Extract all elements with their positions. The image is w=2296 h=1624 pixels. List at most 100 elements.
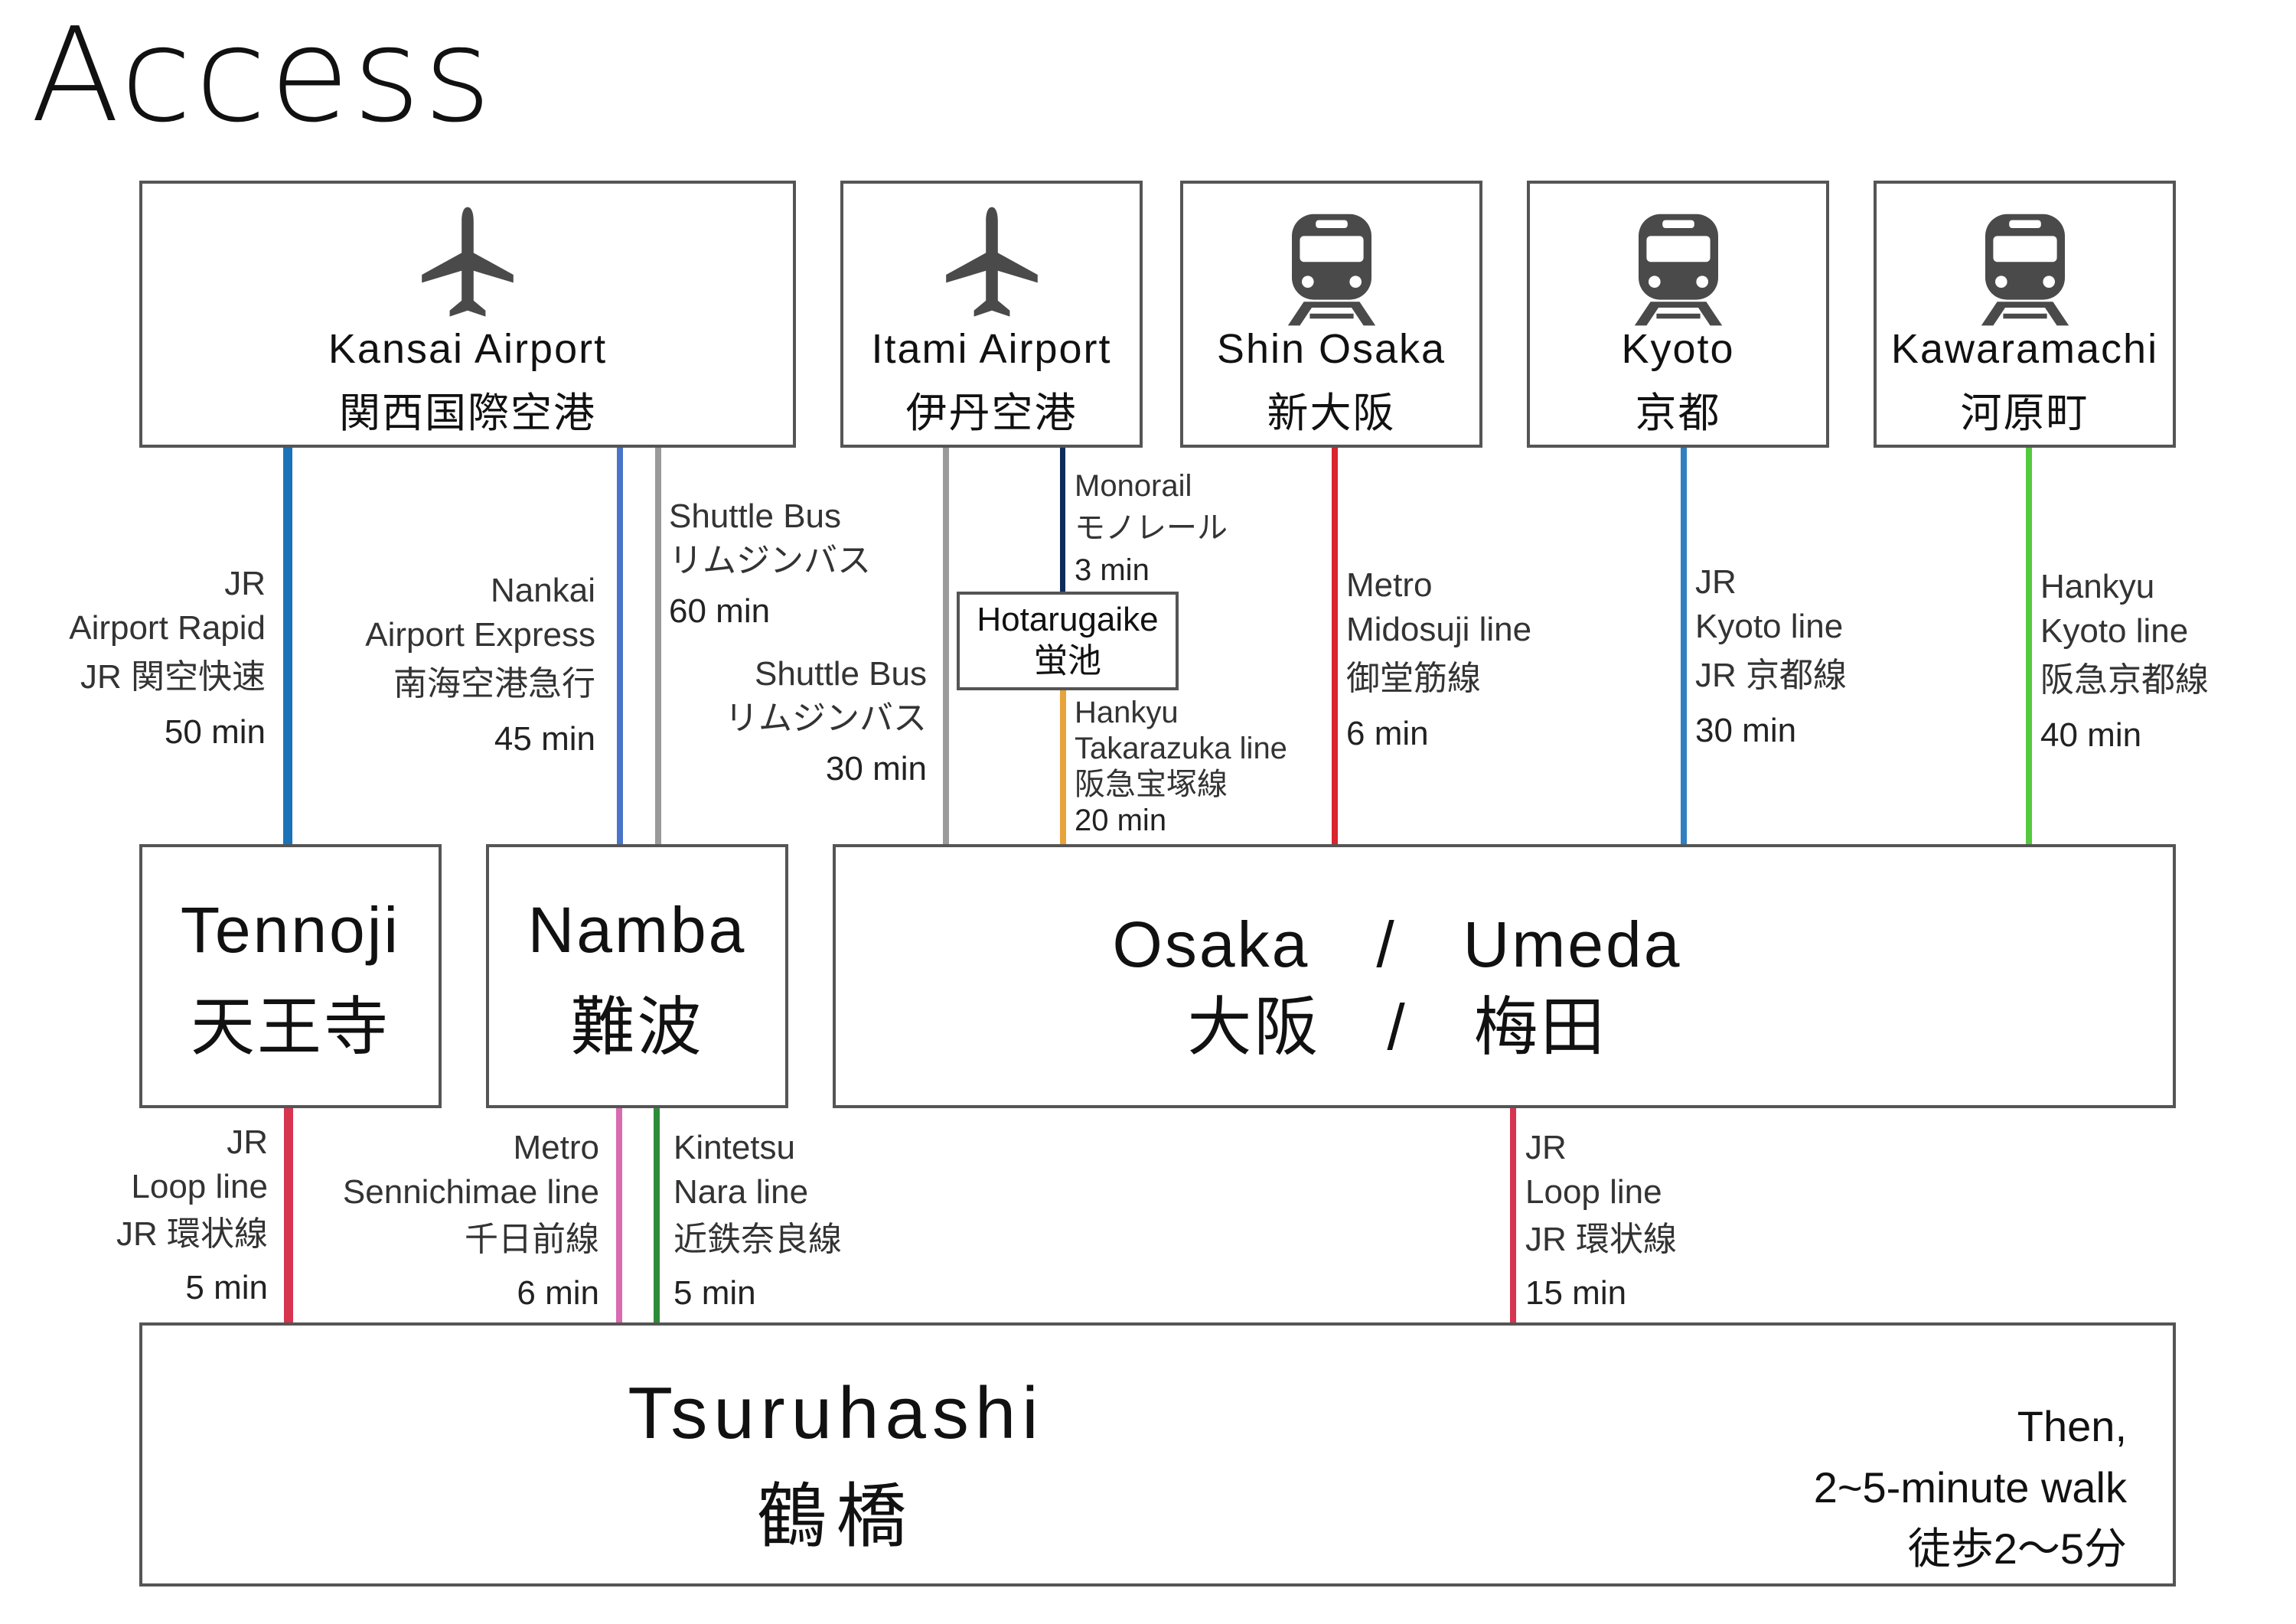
hub-ja: 難波	[570, 991, 704, 1063]
route-operator: Kintetsu	[673, 1129, 795, 1166]
route-time: 45 min	[494, 720, 595, 758]
route-label-osaka-jr: JR Loop line JR 環状線 15 min	[1525, 1126, 1677, 1316]
hotarugaike-box: Hotarugaike 蛍池	[957, 592, 1179, 690]
line-namba-metro	[616, 1108, 622, 1322]
route-line-ja: 御堂筋線	[1346, 660, 1481, 697]
hub-namba: Namba 難波	[486, 844, 788, 1108]
origin-ja: 京都	[1635, 390, 1721, 436]
route-line: Nara line	[673, 1173, 809, 1211]
route-line-ja: リムジンバス	[669, 542, 871, 579]
route-label-itami-monorail: Monorail モノレール 3 min	[1075, 465, 1228, 592]
origin-ja: 伊丹空港	[905, 390, 1078, 436]
route-operator: Shuttle Bus	[754, 655, 927, 693]
line-kyoto-jr	[1681, 448, 1687, 846]
origin-en: Kansai Airport	[328, 326, 608, 372]
route-time: 20 min	[1075, 804, 1167, 837]
route-time: 40 min	[2040, 716, 2142, 754]
line-itami-bus	[943, 448, 949, 846]
route-operator: JR	[1525, 1129, 1567, 1166]
route-line-ja: JR 関空快速	[80, 658, 266, 696]
hub-tennoji: Tennoji 天王寺	[139, 844, 442, 1108]
route-line: Kyoto line	[1695, 608, 1844, 645]
route-operator: Hankyu	[1075, 696, 1179, 729]
route-operator: JR	[227, 1123, 268, 1161]
route-label-namba-kintetsu: Kintetsu Nara line 近鉄奈良線 5 min	[673, 1126, 842, 1316]
route-line: Takarazuka line	[1075, 732, 1287, 765]
route-label-kansai-jr: JR Airport Rapid JR 関空快速 50 min	[69, 562, 266, 755]
line-namba-kintetsu	[654, 1108, 660, 1322]
route-time: 15 min	[1525, 1274, 1627, 1312]
route-label-hotaru-hankyu: Hankyu Takarazuka line 阪急宝塚線 20 min	[1075, 695, 1287, 839]
route-line-ja: 南海空港急行	[393, 665, 595, 703]
hotarugaike-ja: 蛍池	[1034, 642, 1101, 680]
route-line-ja: リムジンバス	[725, 699, 927, 737]
origin-ja: 関西国際空港	[339, 390, 596, 436]
walk-line-1: Then,	[2017, 1402, 2127, 1450]
route-time: 50 min	[164, 713, 266, 751]
route-time: 3 min	[1075, 553, 1150, 587]
destination-tsuruhashi: Tsuruhashi 鶴橋 Then, 2~5-minute walk 徒歩2〜…	[139, 1322, 2176, 1586]
route-line: Loop line	[131, 1168, 268, 1205]
route-line-ja: JR 京都線	[1695, 657, 1847, 694]
route-label-kansai-nankai: Nankai Airport Express 南海空港急行 45 min	[365, 569, 595, 761]
origin-shin-osaka: Shin Osaka 新大阪	[1180, 181, 1482, 448]
route-line-ja: JR 環状線	[116, 1215, 268, 1253]
walk-line-2: 2~5-minute walk	[1813, 1463, 2127, 1511]
route-line-ja: モノレール	[1075, 511, 1228, 545]
hub-en: Osaka / Umeda	[1112, 908, 1682, 980]
route-time: 6 min	[517, 1274, 599, 1312]
line-kawara-hankyu	[2026, 448, 2032, 846]
origin-en: Itami Airport	[871, 326, 1112, 372]
route-label-kansai-bus: Shuttle Bus リムジンバス 60 min	[669, 494, 871, 634]
origin-en: Kyoto	[1621, 326, 1735, 372]
route-line: Kyoto line	[2040, 612, 2189, 650]
route-time: 30 min	[825, 750, 927, 788]
route-label-itami-bus: Shuttle Bus リムジンバス 30 min	[725, 652, 927, 791]
train-icon	[1634, 214, 1722, 326]
route-line-ja: 近鉄奈良線	[673, 1221, 842, 1258]
line-tennoji-jr	[284, 1108, 293, 1322]
route-line: Airport Express	[365, 616, 595, 654]
line-kansai-nankai	[617, 448, 623, 846]
walk-note: Then, 2~5-minute walk 徒歩2〜5分	[1814, 1396, 2127, 1580]
page-title: Access	[31, 0, 494, 152]
line-itami-monorail	[1060, 448, 1065, 592]
hotarugaike-en: Hotarugaike	[977, 601, 1159, 638]
line-hotaru-hankyu	[1060, 690, 1066, 846]
route-line-ja: 阪急宝塚線	[1075, 768, 1228, 801]
line-kansai-jr	[283, 448, 292, 846]
train-icon	[1287, 214, 1375, 326]
route-operator: JR	[224, 565, 266, 602]
route-line: Sennichimae line	[342, 1173, 599, 1211]
route-line-ja: 千日前線	[465, 1221, 599, 1258]
origin-kawaramachi: Kawaramachi 河原町	[1874, 181, 2176, 448]
hub-osaka-umeda: Osaka / Umeda 大阪 / 梅田	[833, 844, 2176, 1108]
route-operator: Metro	[513, 1129, 599, 1166]
route-label-kawara-hankyu: Hankyu Kyoto line 阪急京都線 40 min	[2040, 565, 2209, 758]
airplane-icon	[945, 207, 1038, 317]
route-line-ja: JR 環状線	[1525, 1221, 1677, 1258]
route-label-namba-metro: Metro Sennichimae line 千日前線 6 min	[343, 1126, 599, 1316]
origin-kyoto: Kyoto 京都	[1527, 181, 1829, 448]
train-icon	[1981, 214, 2069, 326]
origin-kansai-airport: Kansai Airport 関西国際空港	[139, 181, 796, 448]
origin-ja: 河原町	[1960, 390, 2089, 436]
route-time: 5 min	[673, 1274, 756, 1312]
origin-itami-airport: Itami Airport 伊丹空港	[840, 181, 1143, 448]
line-kansai-bus	[655, 448, 661, 846]
route-operator: JR	[1695, 563, 1737, 601]
route-label-tennoji-jr: JR Loop line JR 環状線 5 min	[116, 1120, 268, 1310]
route-time: 30 min	[1695, 712, 1797, 749]
route-time: 60 min	[669, 592, 771, 630]
hub-en: Namba	[527, 894, 747, 966]
walk-line-3: 徒歩2〜5分	[1907, 1525, 2127, 1573]
origin-ja: 新大阪	[1267, 390, 1396, 436]
origin-en: Kawaramachi	[1890, 326, 2159, 372]
route-operator: Hankyu	[2040, 568, 2155, 605]
hub-en: Tennoji	[180, 894, 401, 966]
route-line-ja: 阪急京都線	[2040, 661, 2209, 699]
route-line: Airport Rapid	[69, 609, 266, 647]
line-shin-metro	[1332, 448, 1338, 846]
route-label-shin-metro: Metro Midosuji line 御堂筋線 6 min	[1346, 563, 1531, 756]
